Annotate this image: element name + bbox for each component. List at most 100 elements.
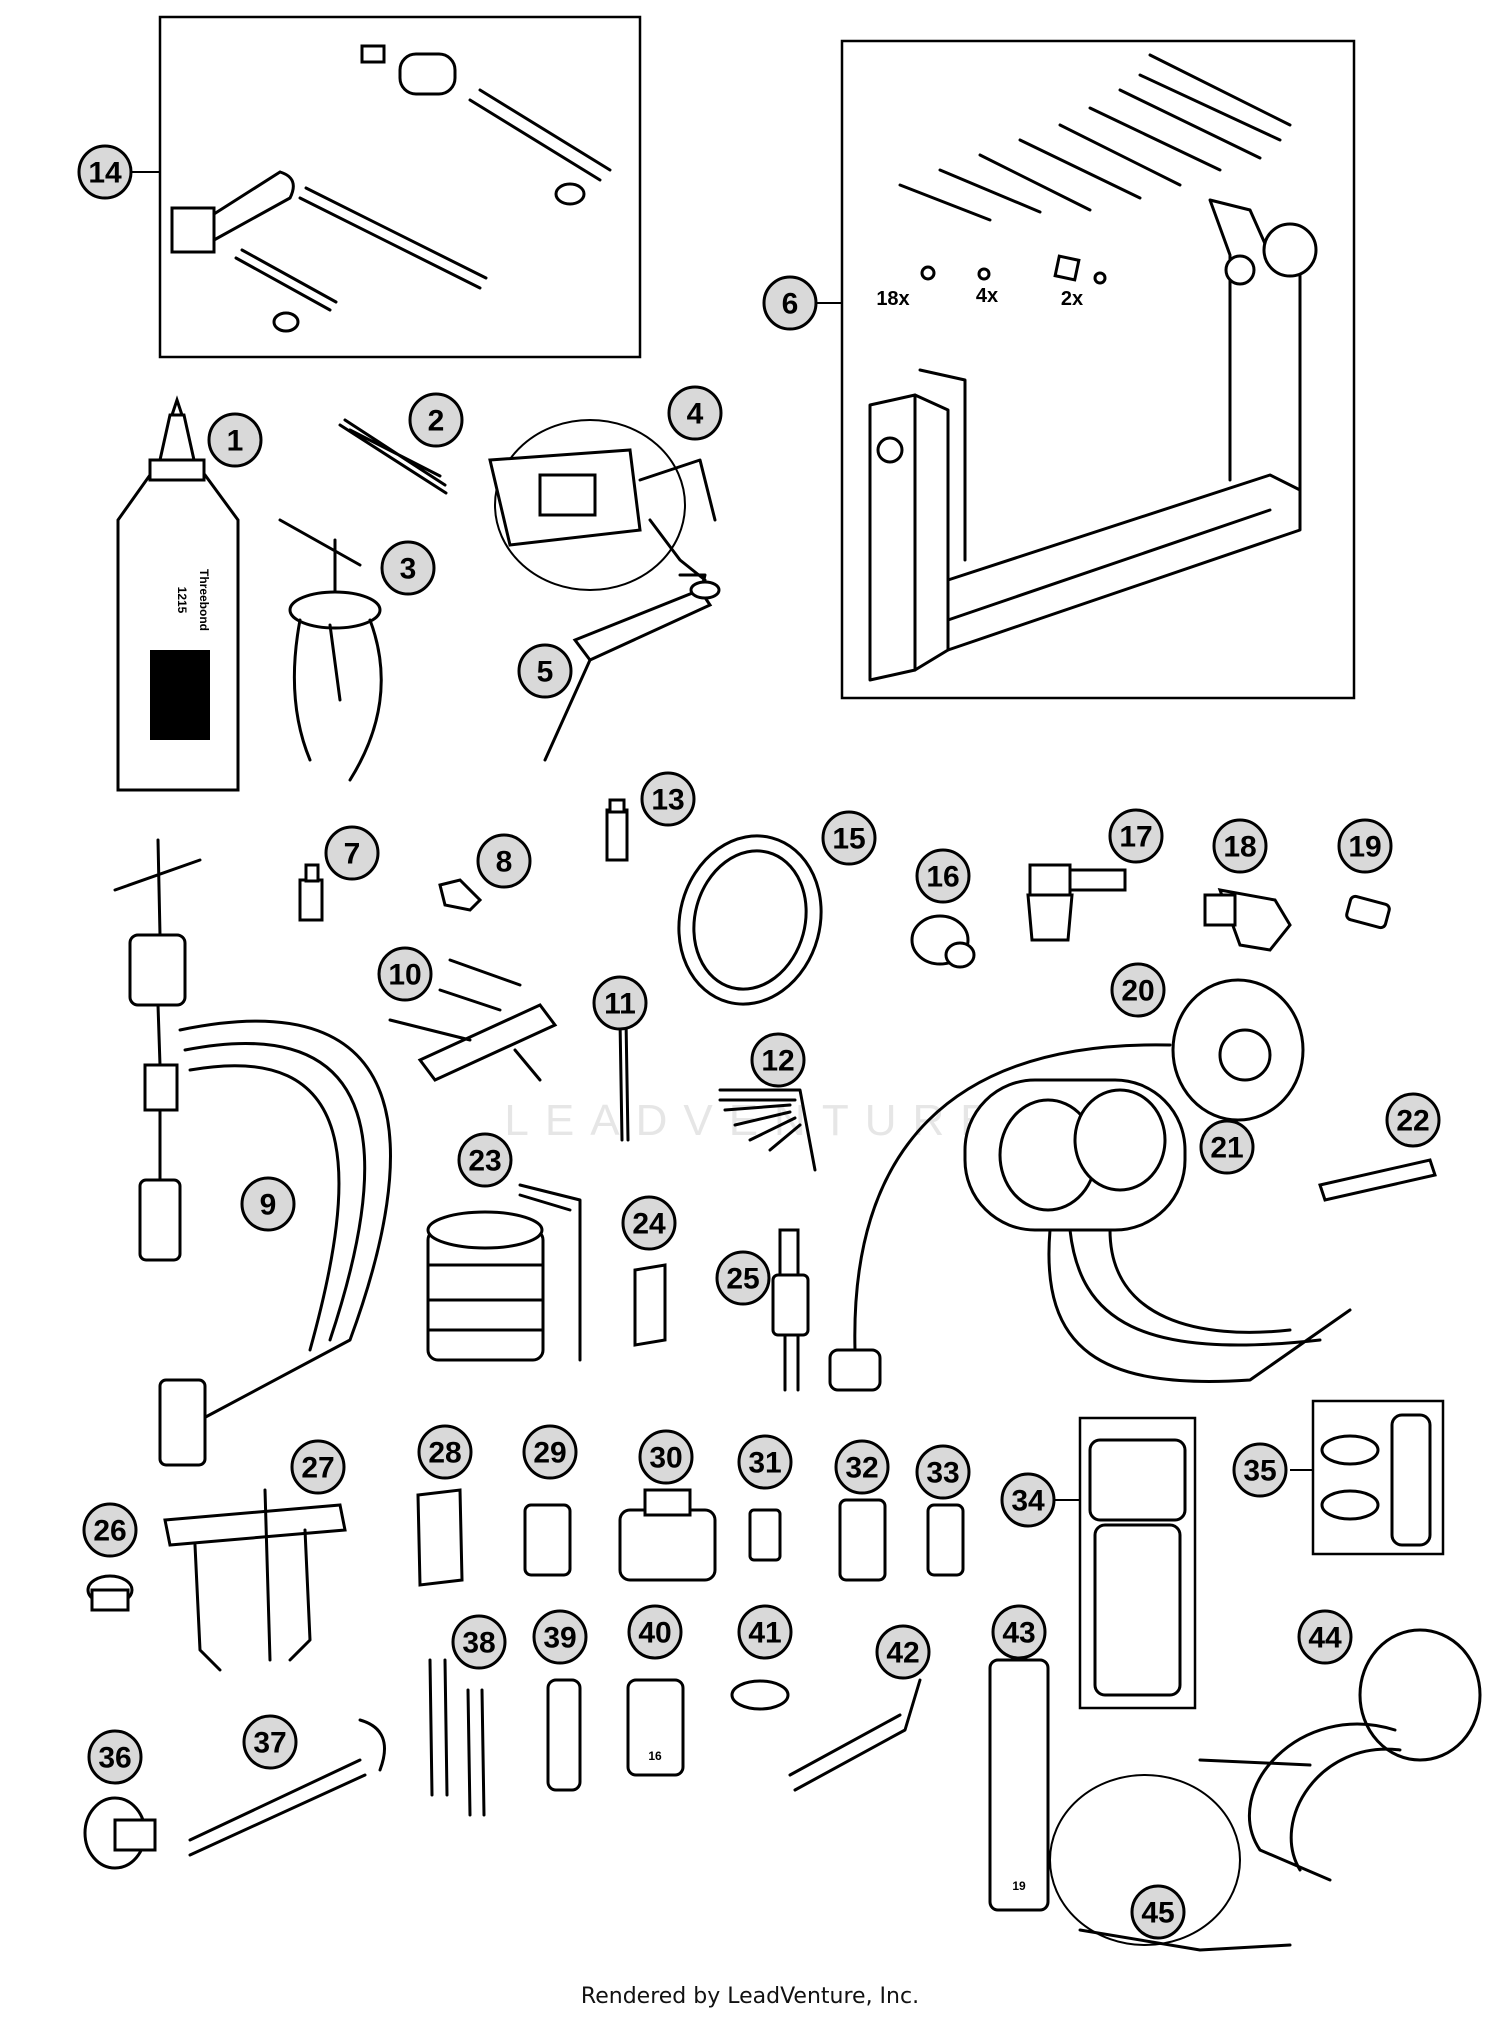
callout-circle (991, 1604, 1047, 1660)
callout-circle (324, 825, 380, 881)
callout-41: 41 (737, 1604, 793, 1660)
watermark-text: LEADVENTURE (504, 1096, 1005, 1145)
part-9-press-tool (113, 838, 392, 1467)
part-23-ring-compressor (426, 1183, 582, 1362)
callout-17: 17 (1108, 808, 1164, 864)
part-7-fitting (298, 863, 324, 922)
callout-number: 34 (1011, 1485, 1045, 1518)
part-40-socket: 16 (626, 1678, 685, 1777)
callout-number: 9 (260, 1189, 277, 1222)
part-27-puller (163, 1488, 347, 1672)
callout-circle (1212, 818, 1268, 874)
callout-circle (1337, 818, 1393, 874)
callout-number: 29 (533, 1437, 566, 1470)
callout-circle (638, 1429, 694, 1485)
callout-circle (737, 1604, 793, 1660)
part-5-syringe (543, 573, 721, 762)
part-44-pressure-gauge (1198, 1628, 1482, 1882)
callout-number: 8 (496, 846, 513, 879)
callout-circle (290, 1439, 346, 1495)
callout-number: 12 (761, 1045, 794, 1078)
part-2-spring (338, 418, 448, 495)
callout-1: 1 (207, 412, 263, 468)
socket-43-size: 19 (1012, 1879, 1026, 1893)
part-20-dial-gauge (828, 978, 1305, 1392)
callout-circle (82, 1502, 138, 1558)
callout-number: 14 (88, 157, 122, 190)
callout-number: 18 (1223, 831, 1256, 864)
callout-circle (1000, 1472, 1056, 1528)
callout-15: 15 (821, 810, 877, 866)
part-1-threebond-tube: Threebond 1215 (116, 395, 240, 792)
part-3-puller (278, 518, 383, 782)
callout-number: 2 (428, 405, 445, 438)
callout-circle (522, 1424, 578, 1480)
callout-5: 5 (517, 643, 573, 699)
callout-circle (417, 1424, 473, 1480)
callout-circle (715, 1250, 771, 1306)
callout-20: 20 (1110, 962, 1166, 1018)
callout-circle (242, 1714, 298, 1770)
callout-38: 38 (451, 1614, 507, 1670)
part-19-bolt (1345, 894, 1391, 930)
callout-8: 8 (476, 833, 532, 889)
callout-circle (476, 833, 532, 889)
callout-number: 45 (1141, 1897, 1174, 1930)
callout-number: 17 (1119, 821, 1152, 854)
callout-number: 7 (344, 838, 361, 871)
callout-number: 33 (926, 1457, 959, 1490)
part-37-wrench (188, 1718, 386, 1857)
callout-circle (1385, 1092, 1441, 1148)
callout-circle (1232, 1442, 1288, 1498)
callout-35: 35 (1232, 1442, 1288, 1498)
callout-number: 15 (832, 823, 865, 856)
callout-37: 37 (242, 1714, 298, 1770)
callout-circle (87, 1729, 143, 1785)
part-26-nut (86, 1574, 134, 1612)
part-16-cap (910, 914, 976, 969)
callout-circle (457, 1132, 513, 1188)
callout-number: 43 (1002, 1617, 1035, 1650)
callout-28: 28 (417, 1424, 473, 1480)
callout-6: 6 (762, 275, 818, 331)
part-42-wrench (788, 1678, 922, 1792)
callout-14: 14 (77, 144, 133, 200)
callout-number: 22 (1396, 1105, 1429, 1138)
callout-23: 23 (457, 1132, 513, 1188)
callout-circle (915, 848, 971, 904)
footer-credit: Rendered by LeadVenture, Inc. (580, 1984, 920, 2009)
callout-circle (1130, 1884, 1186, 1940)
callout-circle (77, 144, 133, 200)
callout-circle (915, 1444, 971, 1500)
callout-2: 2 (408, 392, 464, 448)
callout-33: 33 (915, 1444, 971, 1500)
callout-12: 12 (750, 1032, 806, 1088)
callout-number: 37 (253, 1727, 286, 1760)
part-22-gasket-strip (1318, 1158, 1437, 1202)
part-29-tool (523, 1503, 572, 1577)
callout-number: 44 (1308, 1622, 1342, 1655)
callout-45: 45 (1130, 1884, 1186, 1940)
part-28-tool (416, 1488, 464, 1587)
callout-32: 32 (834, 1439, 890, 1495)
callout-number: 1 (227, 425, 244, 458)
part-41-washer (730, 1679, 790, 1711)
callout-10: 10 (377, 946, 433, 1002)
part-25-spark-plug-tool (771, 1228, 810, 1392)
part-8-plug (438, 878, 483, 912)
part-38-pins (428, 1658, 486, 1817)
callout-circle (737, 1434, 793, 1490)
part-13-bolt (605, 798, 629, 862)
callout-number: 19 (1348, 831, 1381, 864)
callout-circle (1108, 808, 1164, 864)
callout-circle (750, 1032, 806, 1088)
parts-diagram: LEADVENTURE 18x 4x 2x (77, 15, 1482, 1952)
kit-34-frame (1078, 1416, 1197, 1710)
callout-16: 16 (915, 848, 971, 904)
callout-13: 13 (640, 771, 696, 827)
callout-circle (821, 810, 877, 866)
part-4-battery-tester (488, 419, 717, 591)
part-11-pin (618, 1018, 630, 1142)
callout-22: 22 (1385, 1092, 1441, 1148)
callout-number: 42 (886, 1637, 919, 1670)
